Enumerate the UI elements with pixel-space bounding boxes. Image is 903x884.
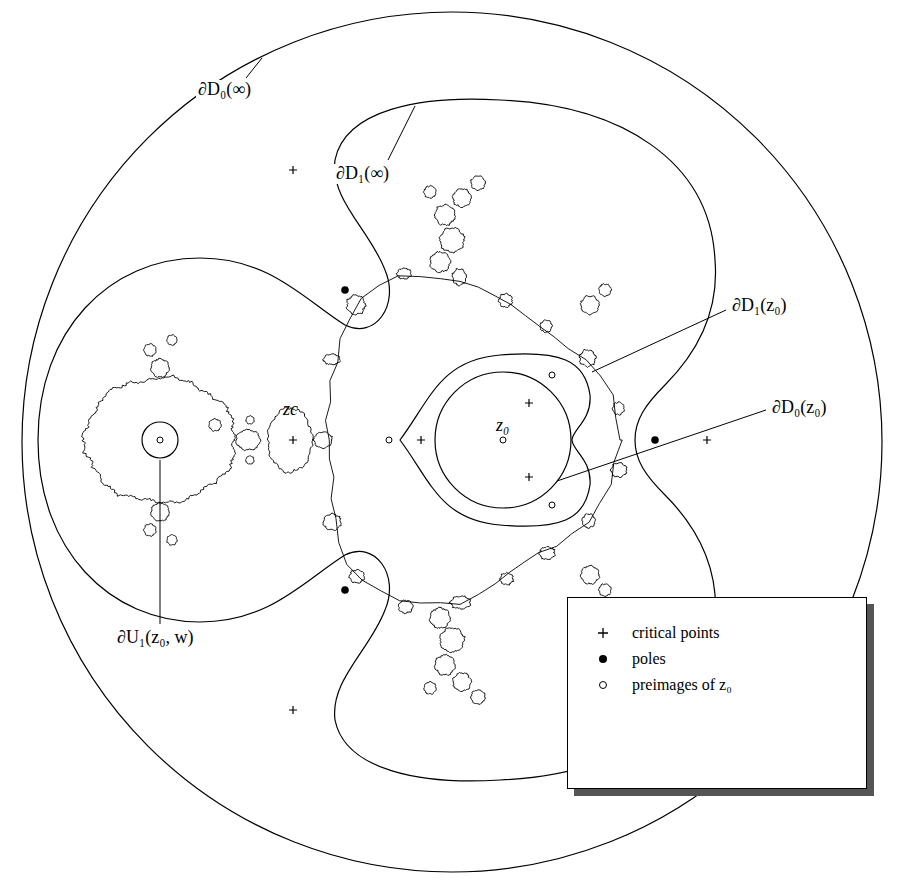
julia-boundary bbox=[582, 514, 596, 529]
julia-boundary bbox=[151, 358, 170, 377]
julia-boundary bbox=[429, 607, 450, 628]
curve-label: ∂D₀(∞) bbox=[196, 80, 253, 100]
curve-label: ∂D₁(z₀) bbox=[730, 296, 788, 316]
poles bbox=[341, 286, 659, 594]
julia-boundary bbox=[434, 654, 455, 675]
legend-text: preimages of z₀ bbox=[632, 676, 732, 694]
julia-boundary bbox=[470, 690, 485, 705]
legend-row: poles bbox=[588, 646, 866, 672]
julia-set bbox=[82, 176, 628, 705]
legend-symbol bbox=[588, 649, 618, 669]
leader-line bbox=[246, 58, 262, 78]
level-curve bbox=[435, 372, 571, 508]
julia-boundary bbox=[498, 293, 513, 308]
julia-boundary bbox=[246, 416, 255, 425]
julia-boundary bbox=[236, 429, 261, 451]
julia-boundary bbox=[580, 296, 599, 316]
julia-boundary bbox=[452, 269, 467, 287]
legend-text: critical points bbox=[632, 624, 720, 642]
julia-boundary bbox=[246, 456, 255, 465]
julia-boundary bbox=[452, 189, 471, 208]
julia-boundary bbox=[143, 523, 156, 536]
julia-boundary bbox=[313, 432, 332, 449]
julia-boundary bbox=[439, 227, 465, 253]
julia-boundary bbox=[209, 418, 222, 431]
level-curve bbox=[400, 354, 590, 526]
julia-boundary bbox=[424, 186, 436, 199]
julia-boundary bbox=[349, 570, 365, 584]
curve-label: ∂D₀(z₀) bbox=[770, 398, 828, 418]
julia-boundary bbox=[323, 513, 342, 530]
julia-boundary bbox=[167, 535, 178, 546]
julia-boundary bbox=[453, 673, 472, 692]
julia-boundary bbox=[440, 628, 466, 653]
legend-box: critical points poles preimages of z₀ bbox=[567, 597, 867, 789]
julia-boundary bbox=[499, 572, 514, 585]
julia-boundary bbox=[540, 320, 553, 333]
preimages bbox=[157, 372, 555, 508]
point-label: zc bbox=[281, 400, 300, 420]
julia-boundary bbox=[144, 343, 157, 356]
julia-boundary bbox=[449, 596, 471, 609]
julia-boundary bbox=[396, 268, 411, 279]
julia-boundary bbox=[599, 284, 612, 297]
julia-boundary bbox=[151, 502, 170, 521]
julia-boundary bbox=[612, 402, 624, 416]
legend-symbol bbox=[588, 675, 618, 695]
julia-boundary bbox=[599, 584, 612, 597]
julia-boundary bbox=[323, 354, 341, 365]
curve-label: ∂U₁(z₀, w) bbox=[115, 628, 195, 648]
julia-boundary bbox=[346, 294, 366, 315]
julia-boundary bbox=[167, 335, 178, 346]
curve-label: ∂D₁(∞) bbox=[334, 164, 391, 184]
point-label: z₀ bbox=[494, 416, 511, 436]
julia-boundary bbox=[538, 546, 555, 559]
leader-line bbox=[592, 310, 726, 372]
julia-boundary bbox=[580, 565, 599, 584]
legend-symbol bbox=[588, 623, 618, 643]
level-curve bbox=[22, 12, 882, 872]
level-curve bbox=[142, 422, 178, 458]
legend-row: critical points bbox=[588, 620, 866, 646]
julia-boundary bbox=[326, 276, 623, 605]
julia-boundary bbox=[398, 600, 413, 614]
julia-boundary bbox=[434, 204, 455, 226]
legend-text: poles bbox=[632, 650, 666, 668]
julia-boundary bbox=[471, 176, 486, 191]
leader-line bbox=[557, 410, 766, 481]
julia-boundary bbox=[424, 681, 437, 694]
leader-line bbox=[388, 106, 415, 160]
leader-line bbox=[160, 460, 161, 624]
julia-boundary bbox=[82, 375, 236, 504]
julia-boundary bbox=[430, 251, 451, 272]
julia-boundary bbox=[579, 349, 597, 367]
legend-row: preimages of z₀ bbox=[588, 672, 866, 698]
julia-boundary bbox=[610, 463, 627, 478]
